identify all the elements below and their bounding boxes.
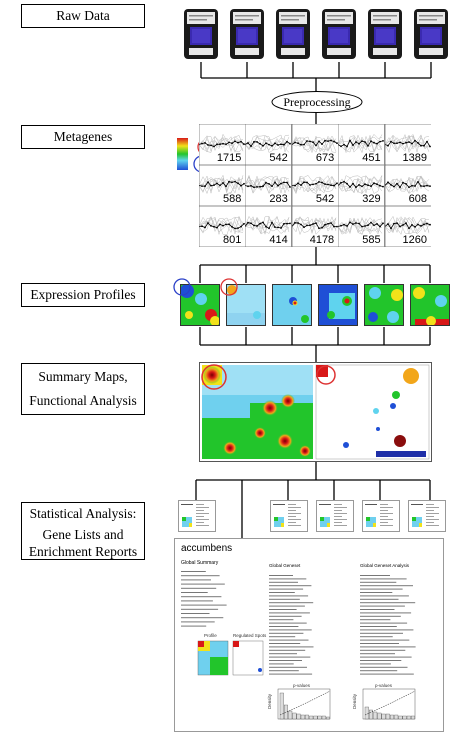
summary-maps-panel (199, 362, 432, 462)
regulated-spots-label: Regulated Spots (233, 633, 267, 638)
global-geneset-heading: Global Geneset (269, 563, 301, 568)
report-title: accumbens (181, 543, 233, 554)
metagene-cell: 1389 (384, 124, 431, 165)
report-thumbnail (270, 500, 308, 532)
report-thumbnail (362, 500, 400, 532)
stage-raw-data-label: Raw Data (56, 8, 110, 23)
metagene-cell: 542 (291, 165, 339, 206)
stage-metagenes-label: Metagenes (53, 129, 113, 144)
metagene-cell: 585 (338, 206, 385, 247)
metagene-count: 608 (408, 193, 427, 205)
global-summary-heading: Global Summary (181, 560, 219, 566)
metagene-cell: 608 (384, 165, 431, 206)
metagene-count: 329 (362, 193, 381, 205)
stage-statistical-line3: Enrichment Reports (28, 543, 138, 559)
microarray-chip (413, 8, 449, 60)
metagene-cell: 414 (245, 206, 292, 247)
metagene-cell: 1715 (199, 124, 246, 165)
metagene-count: 801 (223, 234, 242, 246)
metagene-cell: 329 (338, 165, 385, 206)
metagene-count: 451 (362, 152, 381, 164)
svg-text:Density: Density (352, 693, 357, 709)
stage-summary-line1: Summary Maps, (38, 369, 128, 384)
metagene-cell: 673 (291, 124, 339, 165)
metagene-count: 542 (269, 152, 288, 164)
stage-summary-line2: Functional Analysis (29, 392, 137, 408)
metagene-cell: 801 (199, 206, 246, 247)
expression-profile-map (226, 284, 266, 326)
report-thumbnail (178, 500, 216, 532)
metagene-count: 585 (362, 234, 381, 246)
metagene-count: 4178 (309, 234, 335, 246)
metagene-cell: 588 (199, 165, 246, 206)
stage-raw-data: Raw Data (21, 4, 145, 28)
stage-summary-maps: Summary Maps, Functional Analysis (21, 363, 145, 415)
microarray-chip (183, 8, 219, 60)
pvalue-histogram-left: p-values Density (267, 683, 331, 720)
microarray-chip (367, 8, 403, 60)
stage-statistical-analysis: Statistical Analysis: Gene Lists and Enr… (21, 502, 145, 560)
microarray-chip (229, 8, 265, 60)
svg-text:Density: Density (267, 693, 272, 709)
metagene-cell: 542 (245, 124, 292, 165)
svg-text:p-values: p-values (375, 683, 393, 688)
metagene-count: 1260 (402, 234, 427, 246)
expression-profile-map (364, 284, 404, 326)
profile-label: Profile (204, 633, 217, 638)
stage-expression-profiles: Expression Profiles (21, 283, 145, 307)
metagene-grid: 1715 542 673 451 1389 588 283 542 329 608 801 414 41… (199, 124, 431, 247)
metagene-count: 283 (269, 193, 288, 205)
report-page: Global Summary Profile Regulated Spots G… (181, 560, 416, 720)
report-thumbnail (316, 500, 354, 532)
metagene-cell: 451 (338, 124, 385, 165)
metagene-count: 1389 (402, 152, 427, 164)
expression-profile-map (272, 284, 312, 326)
report-preview: accumbens Global Summary Profile Regulat… (174, 538, 444, 732)
stage-expression-profiles-label: Expression Profiles (30, 287, 136, 302)
metagene-count: 542 (315, 193, 335, 205)
stage-statistical-line1: Statistical Analysis: (29, 506, 137, 521)
summary-functional-map (315, 364, 430, 460)
global-geneset-analysis-heading: Global Geneset Analysis (360, 563, 410, 568)
expression-profile-map (318, 284, 358, 326)
metagene-cell: 4178 (291, 206, 339, 247)
summary-maps (201, 364, 430, 460)
metagene-count: 414 (269, 234, 288, 246)
metagene-count: 673 (315, 152, 335, 164)
preprocessing-node: Preprocessing (271, 91, 363, 113)
pvalue-histogram-right: p-values Density (352, 683, 416, 720)
metagene-cell: 1260 (384, 206, 431, 247)
stage-metagenes: Metagenes (21, 125, 145, 149)
microarray-chip (275, 8, 311, 60)
summary-expression-map (201, 364, 313, 459)
metagene-count: 588 (223, 193, 242, 205)
report-thumbnail (408, 500, 446, 532)
svg-text:p-values: p-values (293, 683, 311, 688)
expression-profile-map (410, 284, 450, 326)
expression-profile-map (180, 284, 220, 326)
metagene-cell: 283 (245, 165, 292, 206)
metagene-count: 1715 (216, 152, 242, 164)
microarray-chip (321, 8, 357, 60)
preprocessing-label: Preprocessing (283, 95, 350, 109)
stage-statistical-line2: Gene Lists and (42, 526, 124, 542)
